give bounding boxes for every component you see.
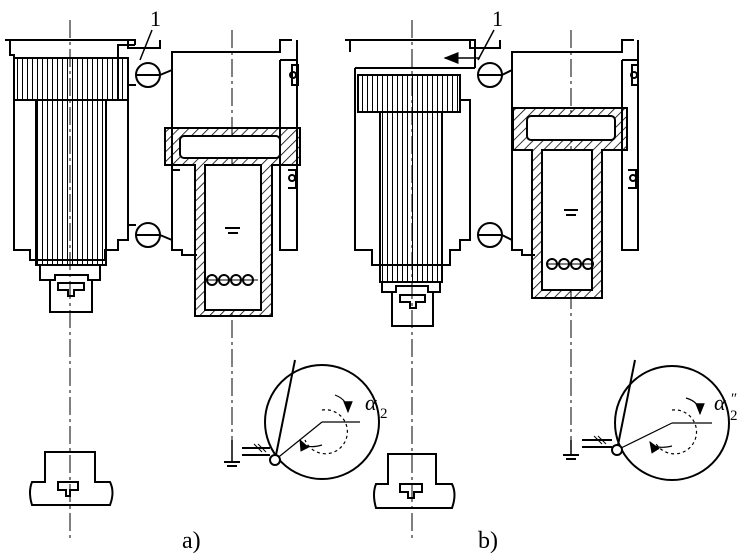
gear-body-a: [35, 99, 107, 266]
gear-head-a: [13, 57, 129, 101]
cam-disc-a: [264, 364, 380, 480]
angle-symbol-a: α: [365, 390, 377, 415]
angle-label-b: α 2 ″: [714, 390, 738, 424]
caption-a: a): [182, 528, 201, 554]
panel-b: [345, 20, 730, 540]
lower-block-a: [29, 451, 114, 506]
part-label-a: 1: [150, 6, 161, 31]
caption-b: b): [478, 528, 498, 554]
angle-subscript-b: 2: [730, 408, 738, 424]
angle-label-a: α 2: [365, 390, 388, 422]
part-label-b: 1: [492, 6, 503, 31]
angle-prime-b: ″: [731, 391, 737, 407]
angle-subscript-a: 2: [380, 406, 388, 422]
gear-head-b: [357, 74, 461, 113]
lower-block-b: [373, 453, 456, 509]
cam-disc-b: [614, 365, 730, 481]
ball-row-a: [205, 274, 258, 286]
panel-a: [5, 20, 380, 540]
ball-row-b: [546, 258, 594, 270]
gear-body-b: [379, 111, 443, 283]
angle-symbol-b: α: [714, 390, 726, 415]
